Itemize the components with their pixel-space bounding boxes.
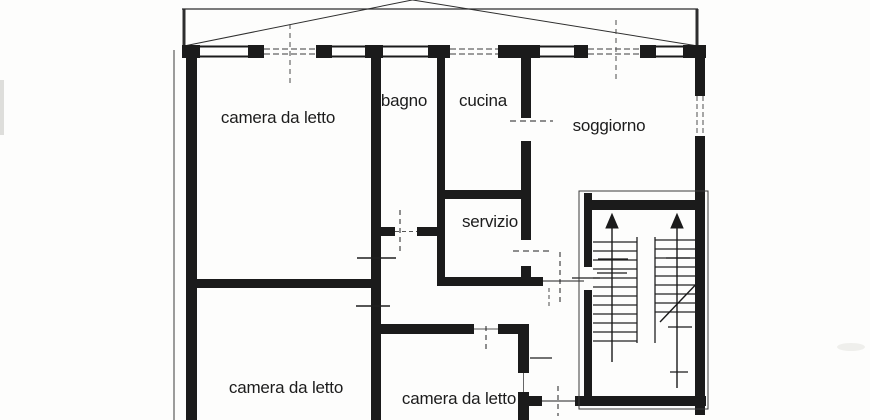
stair-wall-north [592,200,696,210]
wall-cucina-soggiorno-c [521,266,531,286]
staircase [578,190,709,410]
wall-camera-sud-east-a [518,324,529,373]
exterior-walls [173,46,706,420]
wall-servizio-north [437,190,531,199]
stairwell-outline [578,190,709,410]
wall-south-entrance-b [575,396,706,406]
room-label-camera-da-letto-ovest: camera da letto [228,378,344,397]
stair-arrowhead-left [605,212,619,229]
stair-arrowhead-right [670,212,684,229]
wall-servizio-south [437,277,543,286]
wall-west [186,46,197,420]
room-label-bagno: bagno [380,91,428,110]
wall-bagno-south-b [417,227,437,236]
window-cucina [450,44,498,59]
window-soggiorno [588,20,640,82]
door-marks [356,120,600,416]
stair-wall-west-lower [584,290,592,398]
wall-south-entrance-a [518,396,542,406]
wall-east [695,46,705,415]
window-camera-nord [264,24,316,85]
stair-wall-west-upper [584,193,592,267]
wall-bagno-south-a [381,227,395,236]
room-label-camera-da-letto-nord: camera da letto [220,108,336,127]
scan-smudge-right [837,343,865,351]
wall-camera-sud-north-b [498,324,529,334]
room-label-servizio: servizio [461,212,519,231]
scan-smudge-left [0,80,4,135]
facade-windows [264,20,640,85]
wall-cucina-soggiorno-a [521,56,531,118]
window-east [694,96,706,136]
room-label-soggiorno: soggiorno [572,116,646,135]
stair-direction-arrows [597,212,704,388]
balcony-diagonal-left [183,0,415,47]
wall-bagno-cucina [437,56,445,286]
room-label-camera-da-letto-sud: camera da letto [401,389,517,408]
balcony [182,0,699,47]
wall-camera-nord-south [197,279,371,288]
room-label-cucina: cucina [459,91,507,110]
wall-spine-center [371,56,381,420]
stair-break-line [659,276,704,323]
interior-walls [197,56,706,420]
wall-camera-sud-north-a [376,324,474,334]
balcony-diagonal-right [409,0,699,47]
